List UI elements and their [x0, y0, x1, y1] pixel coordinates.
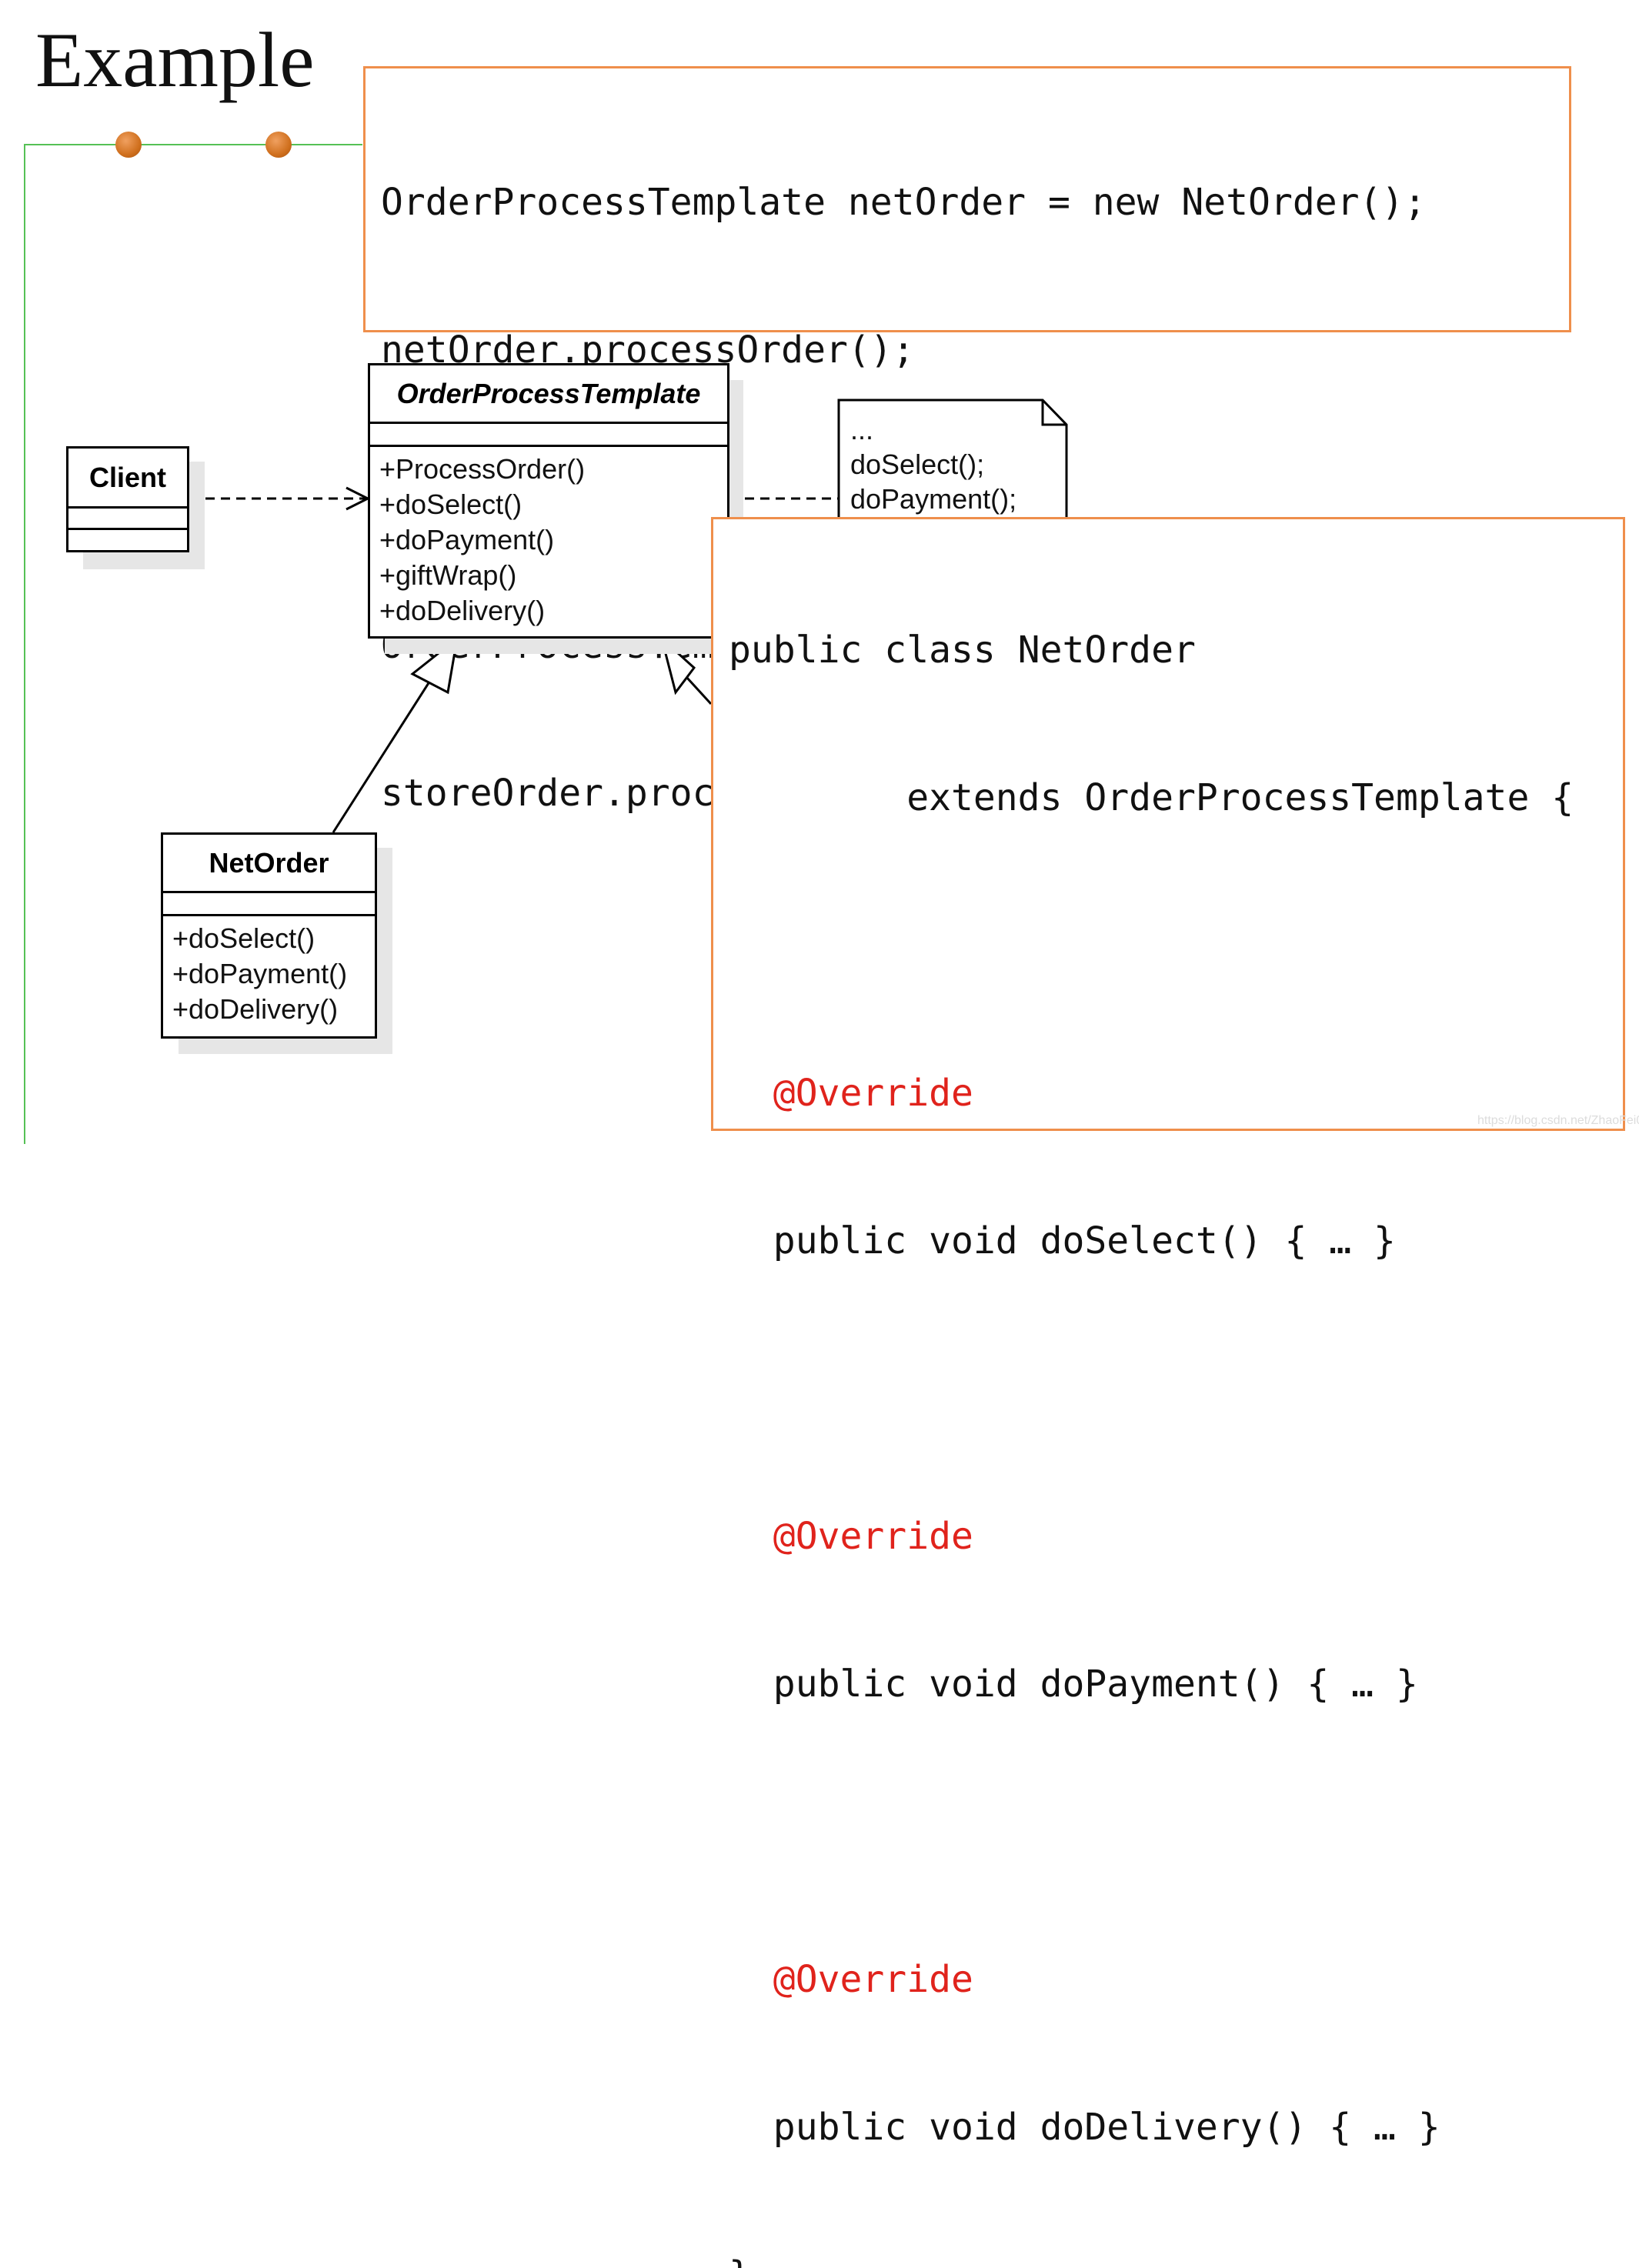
note-text: ... doSelect(); doPayment();	[850, 412, 1016, 516]
code-line: public class NetOrder	[729, 629, 1196, 672]
annotation-text: @Override	[773, 1515, 973, 1558]
override-annotation: @Override	[729, 1069, 1623, 1118]
netorder-code-box: public class NetOrder extends OrderProce…	[711, 517, 1625, 2268]
code-line: extends OrderProcessTemplate {	[729, 776, 1574, 819]
code-line: public void doDelivery() { … }	[729, 2106, 1440, 2149]
operation: +doPayment()	[379, 524, 555, 555]
note-line: doSelect();	[850, 449, 985, 480]
netorder-class: NetOrder +doSelect() +doPayment() +doDel…	[161, 832, 377, 1039]
watermark: https://blog.csdn.net/ZhaoFei0	[1477, 1114, 1639, 1127]
slide-title: Example	[35, 17, 315, 104]
note-line: ...	[850, 414, 874, 445]
override-annotation: @Override	[729, 1955, 1623, 2004]
client-class: Client	[66, 446, 189, 552]
netorder-class-name: NetOrder	[163, 835, 375, 893]
uml-note	[837, 399, 1068, 540]
client-class-name: Client	[68, 449, 187, 509]
bullet-dot-1	[115, 132, 142, 158]
template-class-operations: +ProcessOrder() +doSelect() +doPayment()…	[370, 447, 727, 629]
annotation-text: @Override	[773, 1958, 973, 2001]
bullet-dot-2	[265, 132, 292, 158]
frame-line-vertical	[24, 144, 25, 1144]
netorder-class-operations: +doSelect() +doPayment() +doDelivery()	[163, 916, 375, 1027]
operation: +doDelivery()	[172, 993, 339, 1025]
override-annotation: @Override	[729, 1512, 1623, 1561]
operation: +doPayment()	[172, 958, 348, 989]
template-class-attributes	[370, 424, 727, 447]
operation: +doDelivery()	[379, 595, 546, 626]
client-class-attributes	[68, 509, 187, 530]
code-line: }	[729, 2250, 1623, 2268]
code-line: OrderProcessTemplate netOrder = new NetO…	[381, 181, 1427, 224]
frame-line-horizontal	[24, 144, 362, 145]
note-shape	[837, 399, 1068, 540]
template-class-name: OrderProcessTemplate	[370, 365, 727, 424]
annotation-text: @Override	[773, 1072, 973, 1115]
code-line-blank: ​	[729, 1364, 1623, 1413]
netorder-class-attributes	[163, 893, 375, 916]
template-class: OrderProcessTemplate +ProcessOrder() +do…	[368, 363, 729, 639]
operation: +doSelect()	[379, 489, 522, 520]
code-line-blank: ​	[729, 1807, 1623, 1856]
generalization-line-storeorder	[685, 675, 713, 705]
note-line: doPayment();	[850, 483, 1017, 515]
operation: +ProcessOrder()	[379, 453, 586, 485]
code-line-blank: ​	[729, 921, 1623, 970]
code-line: public void doSelect() { … }	[729, 1219, 1396, 1262]
operation: +giftWrap()	[379, 559, 517, 591]
note-fold	[1041, 400, 1067, 426]
code-line: public void doPayment() { … }	[729, 1663, 1418, 1706]
operation: +doSelect()	[172, 922, 315, 954]
generalization-line-netorder	[332, 676, 434, 833]
